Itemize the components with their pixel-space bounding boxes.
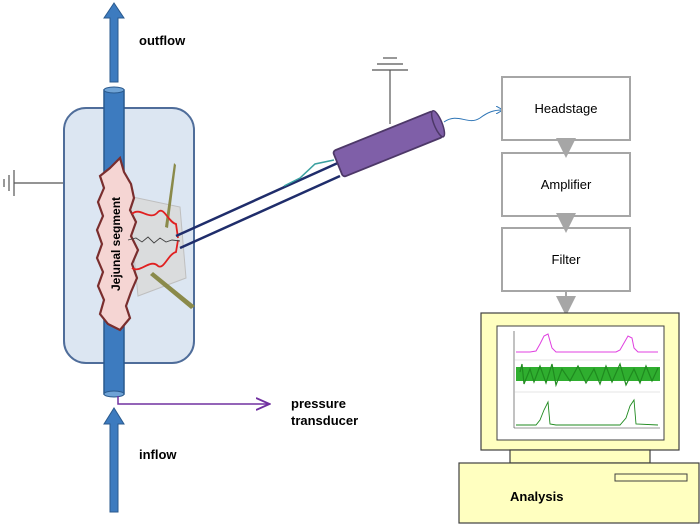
outflow-label: outflow (139, 33, 186, 48)
probe-ground-symbol (372, 57, 408, 124)
electrode-holder (332, 109, 446, 178)
amplifier-box (501, 152, 631, 217)
pins (150, 163, 195, 309)
monitor-screen (496, 325, 665, 441)
computer (458, 312, 700, 524)
pressure-trace (516, 333, 658, 353)
headstage-label: Headstage (534, 101, 598, 116)
mesenteric-nerves (131, 209, 179, 271)
pressure-label-line2: transducer (291, 413, 359, 428)
jejunal-segment (95, 155, 140, 332)
electrode-wire (283, 159, 335, 187)
amplifier-label: Amplifier (540, 177, 592, 192)
nerve-activity-spikes (519, 362, 659, 388)
pressure-line (117, 396, 268, 404)
inflow-arrow (103, 407, 125, 513)
computer-base (458, 462, 700, 524)
recorded-nerve-trace (127, 236, 181, 244)
inflow-label: inflow (139, 447, 177, 462)
signal-chain (501, 76, 631, 316)
monitor-stand (509, 449, 651, 464)
bath-ground-symbol (3, 170, 64, 196)
outflow-arrow (103, 2, 125, 83)
filter-label: Filter (551, 252, 581, 267)
pressure-label-line1: pressure (291, 396, 346, 411)
screen-traces (513, 331, 660, 429)
disk-drive-slot (614, 473, 688, 482)
analysis-label: Analysis (510, 489, 564, 504)
suction-electrode (175, 160, 341, 250)
filter-box (501, 227, 631, 292)
firing-rate-trace (516, 398, 659, 426)
jejunal-segment-label: Jejunal segment (109, 196, 123, 292)
signal-wire (443, 110, 502, 123)
